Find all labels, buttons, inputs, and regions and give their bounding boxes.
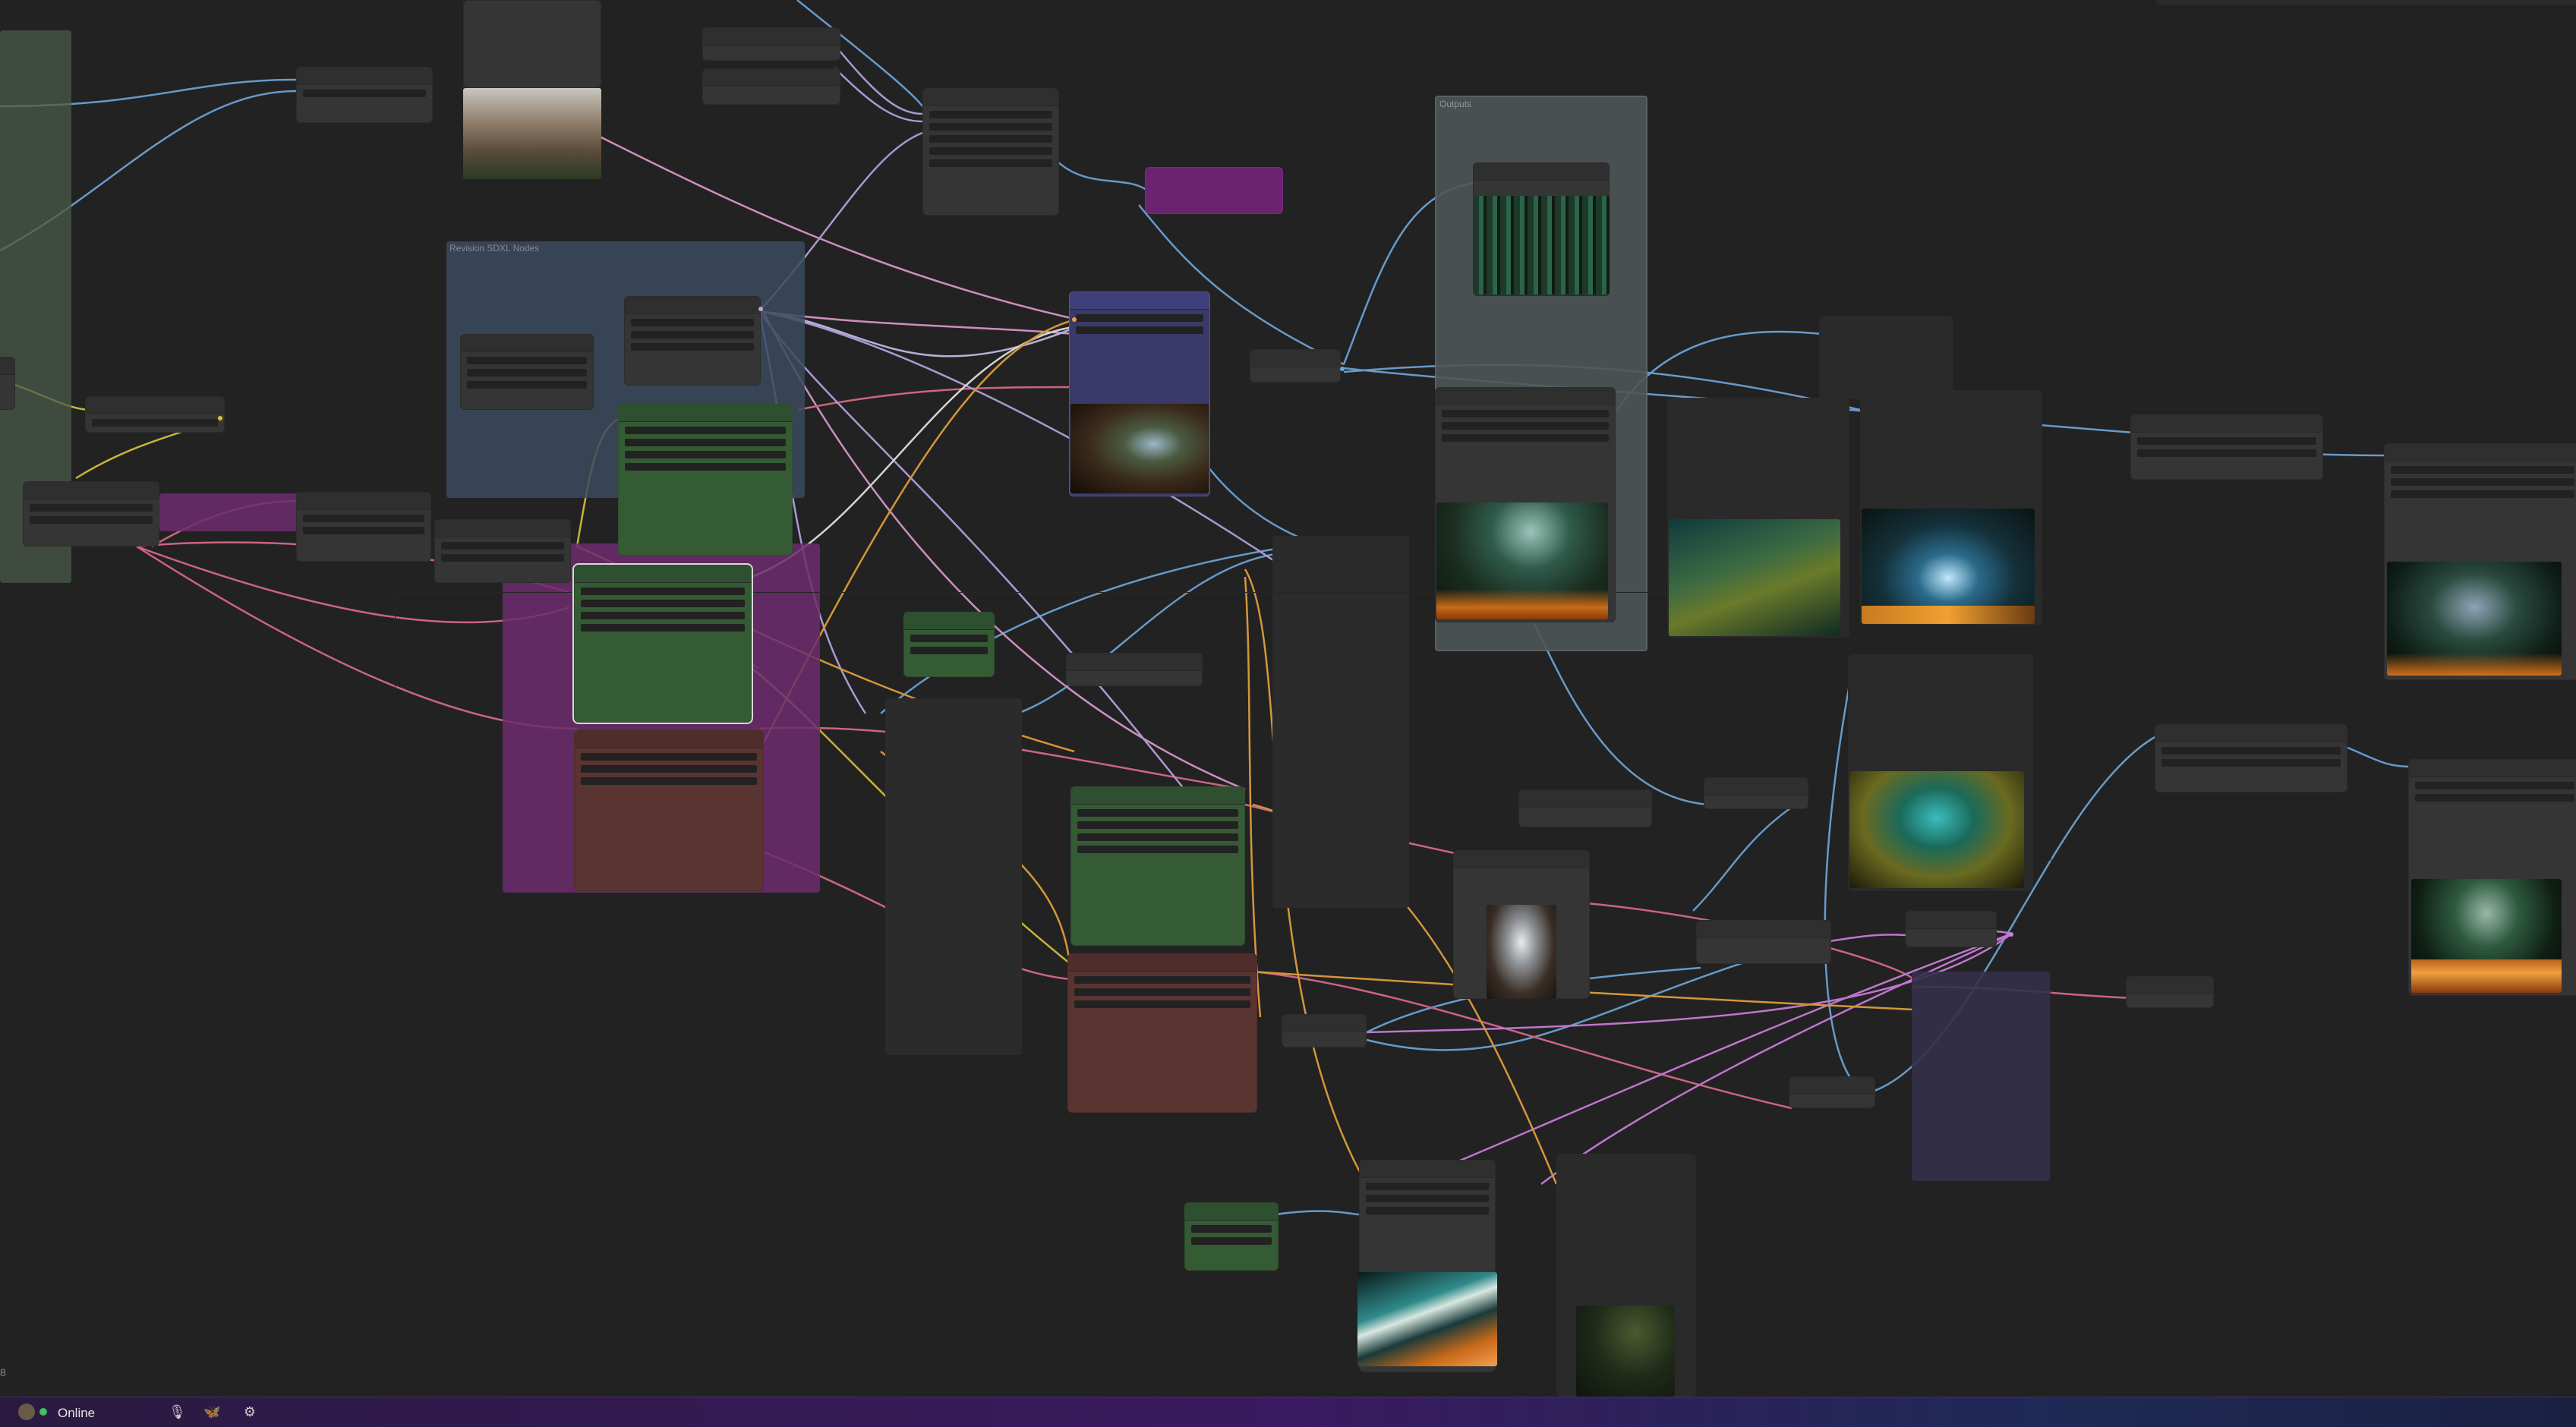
node-left-1[interactable] bbox=[23, 481, 159, 547]
thumbnail-warrior bbox=[1487, 905, 1556, 999]
node-left-edge-1[interactable] bbox=[0, 357, 15, 410]
node-mid-8[interactable] bbox=[2126, 976, 2214, 1008]
link-dot[interactable] bbox=[2009, 932, 2013, 937]
node-revision-1[interactable] bbox=[460, 334, 594, 410]
node-mid-5[interactable] bbox=[1704, 777, 1808, 809]
status-bar: Online 🎙 🦋 ⚙ bbox=[0, 1397, 2576, 1427]
online-indicator-icon bbox=[39, 1408, 47, 1416]
node-mid-6[interactable] bbox=[1696, 920, 1831, 964]
group-faint-gray-2[interactable] bbox=[885, 698, 1022, 1055]
node-graph-canvas[interactable]: Revision SDXL Nodes Outputs bbox=[0, 0, 2576, 1397]
node-top-1[interactable] bbox=[296, 67, 433, 123]
node-mid-1[interactable] bbox=[296, 492, 431, 562]
thumbnail-grid bbox=[1473, 196, 1610, 295]
thumbnail-leaves bbox=[1357, 1272, 1497, 1366]
gear-icon[interactable]: ⚙ bbox=[243, 1404, 257, 1419]
thumbnail-swamp bbox=[463, 88, 601, 179]
node-loader-small[interactable] bbox=[85, 396, 225, 433]
node-mid-7[interactable] bbox=[1906, 911, 1997, 947]
connection-status: Online bbox=[58, 1406, 96, 1420]
node-top-image-loader[interactable] bbox=[463, 0, 601, 88]
group-title: Revision SDXL Nodes bbox=[449, 243, 540, 254]
link-dot[interactable] bbox=[218, 416, 222, 421]
node-green-1[interactable] bbox=[618, 404, 793, 556]
link-dot[interactable] bbox=[1340, 367, 1345, 371]
node-mid-4[interactable] bbox=[1518, 789, 1652, 827]
group-faint-gray-3[interactable] bbox=[395, 592, 2051, 1322]
thumbnail-forest-4 bbox=[2387, 562, 2562, 676]
node-ghost-top-right[interactable] bbox=[2156, 0, 2576, 5]
thumbnail-forest-3 bbox=[1862, 509, 2035, 624]
node-green-2[interactable] bbox=[1070, 786, 1245, 946]
node-mid-3[interactable] bbox=[1066, 653, 1203, 686]
group-faint-purple[interactable] bbox=[1912, 972, 2050, 1181]
link-dot[interactable] bbox=[758, 307, 763, 311]
node-green-selected[interactable] bbox=[572, 563, 753, 724]
node-green-small-2[interactable] bbox=[1184, 1202, 1279, 1271]
node-right-1[interactable] bbox=[2130, 414, 2323, 480]
node-red-1[interactable] bbox=[574, 730, 764, 891]
node-top-2[interactable] bbox=[702, 27, 840, 61]
thumbnail-dark-forest bbox=[1576, 1306, 1675, 1397]
node-red-2[interactable] bbox=[1067, 953, 1257, 1113]
thumbnail-moss bbox=[1849, 771, 2024, 888]
butterfly-icon[interactable]: 🦋 bbox=[203, 1404, 221, 1419]
node-mid-9[interactable] bbox=[1282, 1014, 1367, 1047]
node-mid-10[interactable] bbox=[1789, 1076, 1875, 1108]
microphone-icon[interactable]: 🎙 bbox=[169, 1404, 186, 1419]
node-magenta-small[interactable] bbox=[1145, 167, 1283, 214]
group-magenta-strip[interactable] bbox=[159, 493, 304, 531]
node-top-3[interactable] bbox=[702, 68, 840, 105]
thumbnail-forest-1 bbox=[1436, 502, 1608, 619]
thumbnail-forest-5 bbox=[2411, 879, 2562, 993]
corner-number: 8 bbox=[0, 1366, 6, 1378]
node-green-small-1[interactable] bbox=[903, 612, 995, 677]
group-faint-gray-1[interactable] bbox=[1272, 536, 1409, 908]
node-top-4[interactable] bbox=[922, 88, 1059, 216]
group-title: Outputs bbox=[1439, 99, 1472, 109]
link-dot[interactable] bbox=[1072, 317, 1077, 322]
node-mid-2[interactable] bbox=[434, 519, 571, 583]
node-revision-2[interactable] bbox=[624, 296, 761, 386]
node-ghost-2[interactable] bbox=[1819, 316, 1953, 399]
node-right-2[interactable] bbox=[2155, 724, 2347, 792]
thumbnail-forest-2 bbox=[1669, 519, 1840, 636]
node-route-1[interactable] bbox=[1250, 349, 1341, 383]
avatar[interactable] bbox=[18, 1403, 35, 1420]
thumbnail-dark-noise bbox=[1070, 404, 1209, 493]
